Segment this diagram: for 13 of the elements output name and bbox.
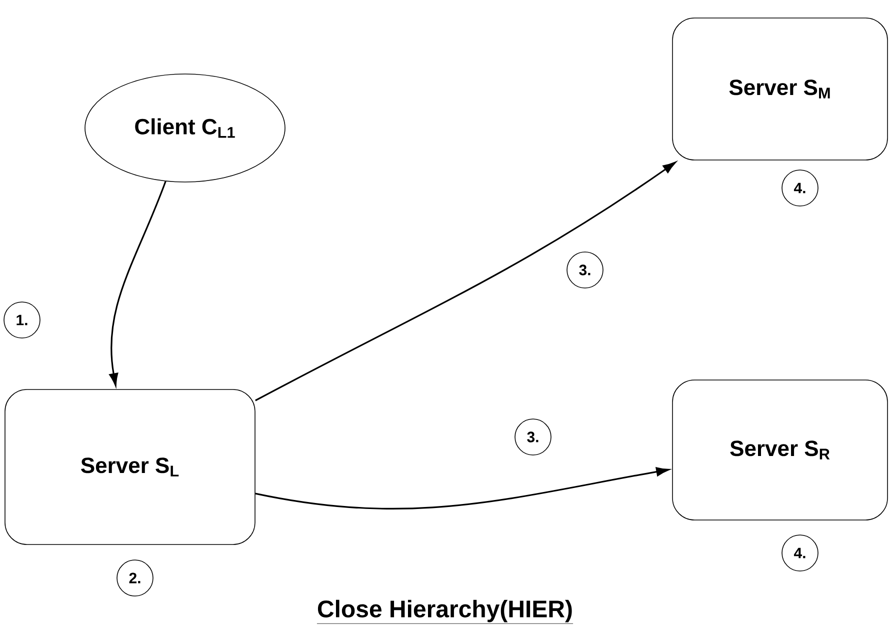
arrow	[255, 467, 670, 510]
arrow	[109, 181, 166, 386]
step-number: 1.	[4, 302, 40, 338]
step-number: 3.	[514, 418, 552, 456]
arrow	[255, 162, 676, 402]
step-number: 2.	[116, 560, 154, 596]
step-number: 3.	[566, 252, 604, 288]
step-number: 4.	[782, 170, 818, 206]
server-box: Server S$_{L}$	[4, 389, 256, 545]
step-number: 4.	[782, 534, 818, 572]
server-box: Server S$_{M}$	[672, 18, 888, 160]
caption: Close Hierarchy(HIER)	[316, 600, 574, 624]
server-box: Server S$_{R}$	[672, 380, 888, 520]
